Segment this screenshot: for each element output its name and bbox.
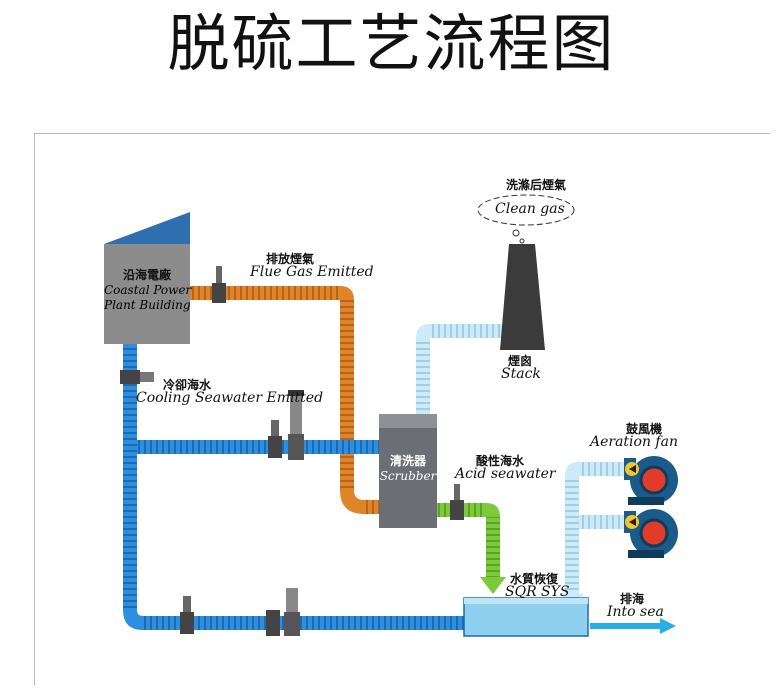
- scrubber-zh: 清洗器: [389, 454, 426, 468]
- aeration-fan-zh: 鼓風機: [626, 422, 663, 436]
- flue-gas-zh: 排放煙氣: [266, 252, 315, 266]
- cooling-seawater-pipe: [123, 344, 468, 630]
- aeration-fan-en: Aeration fan: [590, 434, 678, 450]
- cooling-water-zh: 冷卻海水: [163, 378, 212, 392]
- scrubber-en: Scrubber: [379, 469, 437, 483]
- aeration-fan-lower: [624, 509, 678, 558]
- clean-gas-zh: 洗滌后煙氣: [506, 178, 567, 192]
- sqr-sys-en: SQR SYS: [505, 584, 570, 600]
- into-sea-arrow: [590, 618, 676, 634]
- stack-en: Stack: [501, 366, 541, 382]
- aeration-fan-upper: [624, 456, 678, 505]
- lower-line-valve: [180, 596, 194, 634]
- clean-gas-cloud: [477, 194, 575, 244]
- stack-zh: 煙囪: [508, 354, 533, 368]
- acid-seawater-pipe: [436, 503, 506, 594]
- into-sea-en: Into sea: [607, 604, 664, 620]
- scrubber-unit: [379, 414, 437, 528]
- clean-gas-en: Clean gas: [495, 201, 565, 217]
- page-title: 脱硫工艺流程图: [167, 7, 616, 80]
- upper-line-pump: [288, 390, 304, 460]
- clean-gas-pipe: [416, 324, 502, 416]
- cooling-water-en: Cooling Seawater Emitted: [136, 390, 324, 406]
- acid-seawater-en: Acid seawater: [455, 466, 556, 482]
- into-sea-zh: 排海: [620, 592, 645, 606]
- upper-line-valve: [268, 420, 282, 458]
- scrubber-label: 清洗器 Scrubber: [379, 452, 437, 483]
- power-plant-label: 沿海電廠 Coastal Power Plant Building: [104, 266, 192, 313]
- sqr-tank: [463, 597, 589, 637]
- power-plant-building: [104, 212, 190, 344]
- sqr-sys-zh: 水質恢復: [510, 572, 559, 586]
- diagram-frame: [34, 133, 770, 685]
- flue-gas-en: Flue Gas Emitted: [250, 264, 374, 280]
- stack-chimney: [500, 244, 545, 350]
- lower-line-pump: [266, 588, 300, 636]
- acid-seawater-zh: 酸性海水: [476, 454, 525, 468]
- power-plant-en-line2: Plant Building: [104, 298, 191, 312]
- acid-line-valve: [450, 484, 464, 520]
- aeration-air-pipe: [560, 462, 624, 606]
- power-plant-zh: 沿海電廠: [122, 268, 171, 282]
- flue-gas-valve: [212, 266, 226, 303]
- power-plant-en-line1: Coastal Power: [104, 283, 192, 297]
- cooling-outlet-valve: [120, 370, 154, 384]
